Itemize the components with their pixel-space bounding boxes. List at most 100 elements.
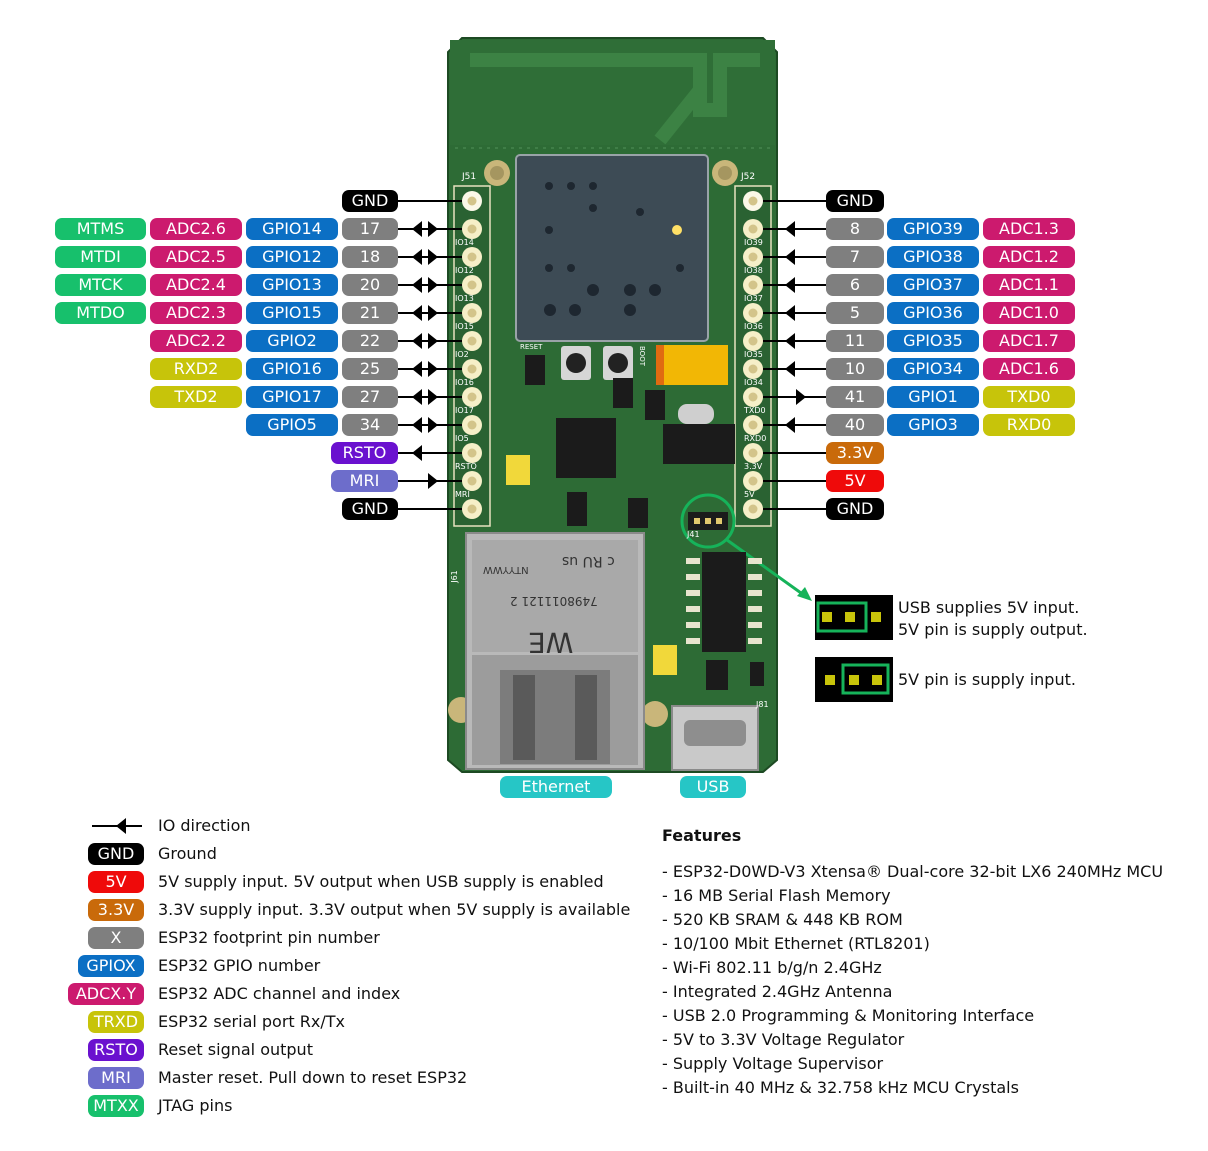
- pin-left-adc: ADC2.4: [150, 274, 242, 296]
- header-pad-hole: [467, 196, 477, 206]
- header-pad-hole: [467, 476, 477, 486]
- silk-boot: BOOT: [637, 346, 646, 366]
- silk-left-pin: IO12: [455, 266, 474, 275]
- callout-usb-line1: USB supplies 5V input.: [898, 598, 1080, 617]
- pin-left-gpio: GPIO16: [246, 358, 338, 380]
- pin-right-gpio: GPIO39: [887, 218, 979, 240]
- io-direction-arrow: [796, 389, 806, 405]
- silk-left-pin: IO15: [455, 322, 474, 331]
- io-direction-arrow: [785, 249, 795, 265]
- pin-right-tx: RXD0: [983, 414, 1075, 436]
- silk-left-pin: IO2: [455, 350, 469, 359]
- header-pad-hole: [467, 336, 477, 346]
- header-pad-hole: [748, 336, 758, 346]
- silk-left-pin: MRI: [455, 490, 470, 499]
- silk-right-pin: IO36: [744, 322, 763, 331]
- ethernet-label: Ethernet: [500, 776, 612, 798]
- header-pad-hole: [748, 224, 758, 234]
- io-direction-arrow: [412, 361, 422, 377]
- features-title: Features: [662, 826, 742, 845]
- legend-text: Ground: [158, 844, 217, 863]
- io-direction-arrow: [428, 305, 438, 321]
- pin-right-num: 7: [826, 246, 884, 268]
- pin-left-num: 21: [342, 302, 398, 324]
- silk-left-pin: IO14: [455, 238, 474, 247]
- pin-left-num: 34: [342, 414, 398, 436]
- io-direction-arrow: [412, 277, 422, 293]
- pin-right-adc: ADC1.0: [983, 302, 1075, 324]
- pin-right-gnd: GND: [826, 190, 884, 212]
- legend-badge-num: X: [88, 927, 144, 949]
- header-pad-hole: [467, 252, 477, 262]
- legend-text: 5V supply input. 5V output when USB supp…: [158, 872, 604, 891]
- legend-text: JTAG pins: [158, 1096, 233, 1115]
- silk-right-pin: IO39: [744, 238, 763, 247]
- legend-badge-adc: ADCX.Y: [68, 983, 144, 1005]
- io-direction-arrow: [428, 221, 438, 237]
- pin-left-mt: MTMS: [55, 218, 146, 240]
- silk-left-pin: IO5: [455, 434, 469, 443]
- feature-item: - Supply Voltage Supervisor: [662, 1054, 884, 1073]
- pin-left-mt: MTDI: [55, 246, 146, 268]
- feature-item: - Built-in 40 MHz & 32.758 kHz MCU Cryst…: [662, 1078, 1019, 1097]
- pin-right-num: 6: [826, 274, 884, 296]
- pin-left-gpio: GPIO17: [246, 386, 338, 408]
- pin-left-adc: ADC2.6: [150, 218, 242, 240]
- pin-right-num: 10: [826, 358, 884, 380]
- header-pad-hole: [748, 448, 758, 458]
- legend-badge-tx: TRXD: [88, 1011, 144, 1033]
- silk-left-pin: IO17: [455, 406, 474, 415]
- legend-text: ESP32 serial port Rx/Tx: [158, 1012, 345, 1031]
- jack-date: NTYYWW: [483, 564, 529, 575]
- header-pad-hole: [467, 280, 477, 290]
- io-direction-arrow: [412, 417, 422, 433]
- header-pad-hole: [467, 308, 477, 318]
- header-pad-hole: [748, 364, 758, 374]
- io-direction-arrow: [428, 389, 438, 405]
- jack-part: 7498011121 2: [510, 594, 598, 608]
- pin-right-gpio: GPIO37: [887, 274, 979, 296]
- legend-text: Master reset. Pull down to reset ESP32: [158, 1068, 468, 1087]
- pin-right-num: 41: [826, 386, 884, 408]
- pin-right-num: 8: [826, 218, 884, 240]
- legend-badge-v33: 3.3V: [88, 899, 144, 921]
- pin-right-gpio: GPIO3: [887, 414, 979, 436]
- io-direction-arrow: [785, 221, 795, 237]
- header-pad-hole: [748, 504, 758, 514]
- pin-right-adc: ADC1.7: [983, 330, 1075, 352]
- legend-badge-mt: MTXX: [88, 1095, 144, 1117]
- feature-item: - 520 KB SRAM & 448 KB ROM: [662, 910, 903, 929]
- jack-brand: WE: [528, 626, 574, 659]
- silk-reset: RESET: [520, 343, 543, 351]
- io-direction-arrow: [428, 473, 438, 489]
- legend-text: ESP32 GPIO number: [158, 956, 321, 975]
- pin-left-gnd: GND: [342, 498, 398, 520]
- pin-right-num: 5: [826, 302, 884, 324]
- pin-right-gpio: GPIO35: [887, 330, 979, 352]
- silk-left-pin: IO16: [455, 378, 474, 387]
- pin-left-num: 17: [342, 218, 398, 240]
- pin-left-gnd: GND: [342, 190, 398, 212]
- pin-left-tx: RXD2: [150, 358, 242, 380]
- header-pad-hole: [467, 224, 477, 234]
- pin-left-adc: ADC2.3: [150, 302, 242, 324]
- silk-right-pin: RXD0: [744, 434, 767, 443]
- silk-right-pin: IO38: [744, 266, 763, 275]
- silk-right-header: J52: [741, 172, 756, 182]
- io-direction-arrow: [785, 361, 795, 377]
- silk-ethernet: J61: [449, 570, 459, 583]
- pin-right-adc: ADC1.2: [983, 246, 1075, 268]
- pin-right-gpio: GPIO38: [887, 246, 979, 268]
- legend-text: ESP32 footprint pin number: [158, 928, 380, 947]
- legend-badge-gpio: GPIOX: [78, 955, 144, 977]
- pin-left-tx: TXD2: [150, 386, 242, 408]
- io-direction-arrow: [412, 445, 422, 461]
- pin-right-adc: ADC1.6: [983, 358, 1075, 380]
- pin-right-v5: 5V: [826, 470, 884, 492]
- header-pad-hole: [748, 196, 758, 206]
- legend-text: ESP32 ADC channel and index: [158, 984, 401, 1003]
- feature-item: - 5V to 3.3V Voltage Regulator: [662, 1030, 905, 1049]
- silk-jumper: J41: [687, 530, 700, 539]
- pin-right-num: 11: [826, 330, 884, 352]
